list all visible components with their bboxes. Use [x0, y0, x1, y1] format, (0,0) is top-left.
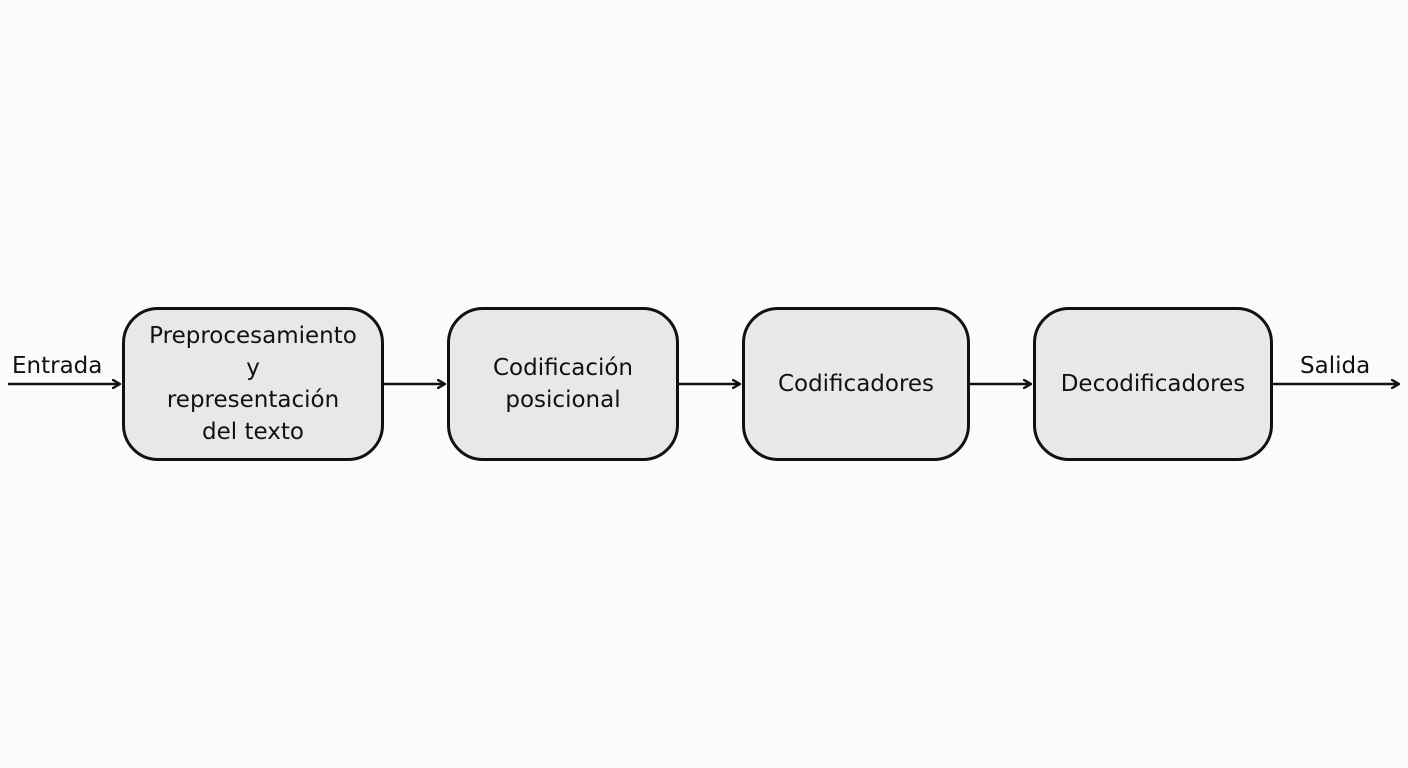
stage-positional-encoding-text: Codificación posicional	[493, 352, 633, 416]
stage-preprocessing-text: Preprocesamiento y representación del te…	[149, 320, 357, 448]
stage-encoders-line-1: Codificadores	[777, 371, 935, 397]
output-label: Salida	[1300, 353, 1371, 379]
stage-positional-encoding-line-1: Codificación	[492, 355, 634, 381]
stage-decoders-line-1: Decodificadores	[1060, 371, 1246, 397]
stage-encoders-box: Codificadores	[742, 307, 970, 461]
stage-preprocessing-line-1: Preprocesamiento	[149, 323, 357, 349]
stage-preprocessing-line-3: representación	[166, 387, 340, 413]
stage-preprocessing-line-4: del texto	[202, 419, 304, 445]
stage-positional-encoding-line-2: posicional	[505, 387, 621, 413]
stage-preprocessing-line-2: y	[246, 355, 260, 381]
stage-positional-encoding-box: Codificación posicional	[447, 307, 679, 461]
input-label: Entrada	[12, 353, 103, 379]
stage-encoders-text: Codificadores	[778, 368, 934, 400]
stage-decoders-box: Decodificadores	[1033, 307, 1273, 461]
stage-decoders-text: Decodificadores	[1061, 368, 1246, 400]
stage-preprocessing-box: Preprocesamiento y representación del te…	[122, 307, 384, 461]
